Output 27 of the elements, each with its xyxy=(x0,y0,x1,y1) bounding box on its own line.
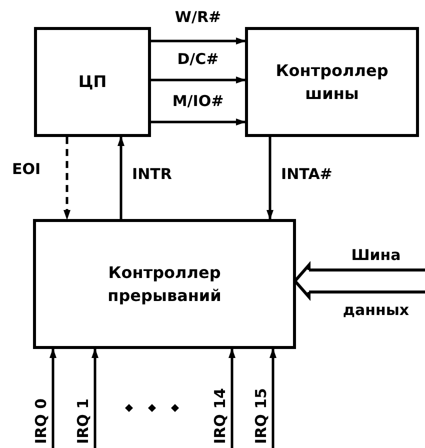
signal-label: IRQ 0 xyxy=(32,398,50,444)
signal-label: INTA# xyxy=(281,165,334,183)
arrow xyxy=(50,348,56,448)
signal-label: IRQ 14 xyxy=(211,388,229,444)
signal-label: W/R# xyxy=(174,8,222,26)
block-box xyxy=(33,219,296,349)
block-title: ЦП xyxy=(78,71,107,94)
arrow xyxy=(270,348,276,448)
block-title: Контроллер шины xyxy=(274,60,390,105)
signal-label: IRQ 1 xyxy=(74,398,92,444)
block-box xyxy=(34,27,151,137)
arrow xyxy=(118,136,124,219)
arrow xyxy=(151,76,246,84)
arrow xyxy=(64,137,70,220)
signal-label: D/C# xyxy=(176,50,220,68)
arrow xyxy=(151,118,246,126)
arrow xyxy=(92,348,98,448)
arrow xyxy=(228,348,236,448)
arrow xyxy=(151,38,246,44)
block-title: Контроллер прерываний xyxy=(106,262,222,307)
signal-label: Шина данных xyxy=(342,245,410,321)
block-box xyxy=(245,27,419,137)
signal-label: M/IO# xyxy=(171,92,225,110)
signal-label: INTR xyxy=(132,165,173,183)
signal-label: EOI xyxy=(12,160,42,178)
signal-label: IRQ 15 xyxy=(252,388,270,444)
arrow xyxy=(266,137,274,220)
